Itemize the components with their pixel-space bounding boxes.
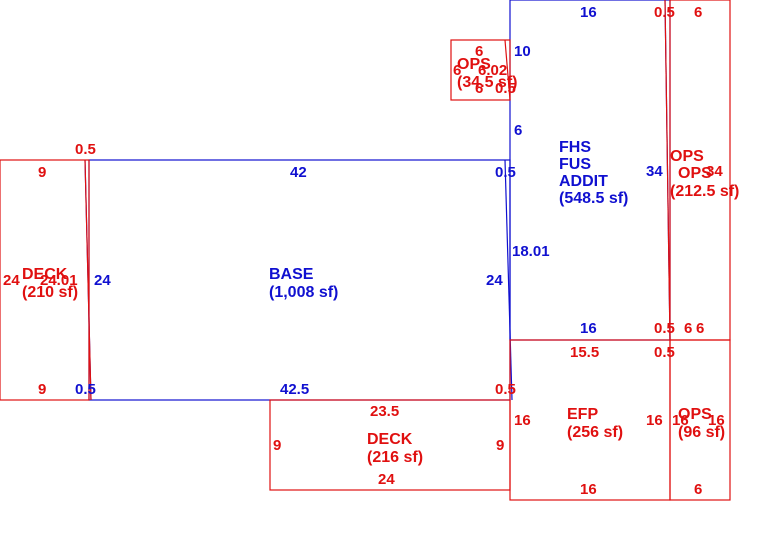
dim-deckl-right: 24.01 (40, 272, 78, 289)
dim-opst-05: 0.5 (495, 80, 516, 97)
base-label: BASE (269, 266, 314, 283)
dim-efp-left: 16 (514, 412, 531, 429)
fhs-area: (548.5 sf) (559, 190, 628, 207)
dim-base-tl: 0.5 (75, 141, 96, 158)
fhs-label-3: ADDIT (559, 173, 608, 190)
deck-bottom-outline (269, 399, 511, 491)
dim-deckl-bottom: 9 (38, 381, 46, 398)
ops-small-area: (96 sf) (678, 424, 725, 441)
dim-base-top: 42 (290, 164, 307, 181)
ops-small-label: OPS (678, 406, 712, 423)
dim-opsr-6: 6 (684, 320, 692, 337)
dim-deckb-top: 23.5 (370, 403, 399, 420)
ops-small-outline (669, 339, 731, 501)
dim-deckb-right: 9 (496, 437, 504, 454)
dim-opsr-right: 34 (706, 163, 723, 180)
deck-left-label: DECK (22, 266, 68, 283)
dim-opst-bottom: 6 (475, 80, 483, 97)
dim-base-tr: 0.5 (495, 164, 516, 181)
dim-opss-left: 16 (672, 412, 689, 429)
dim-fhs-br: 0.5 (654, 320, 675, 337)
dim-opst-top: 6 (475, 43, 483, 60)
ops-top-area: (34.5 sf) (457, 74, 517, 91)
dim-deckb-bottom: 24 (378, 471, 395, 488)
base-area: (1,008 sf) (269, 284, 338, 301)
fhs-label-1: FHS (559, 139, 591, 156)
dim-deckl-left: 24 (3, 272, 20, 289)
deck-left-outline (0, 159, 90, 401)
dim-efp-top: 15.5 (570, 344, 599, 361)
dim-fhs-left-1801: 18.01 (512, 243, 550, 260)
dim-fhs-right: 34 (646, 163, 663, 180)
dim-base-left: 24 (94, 272, 111, 289)
dim-opst-62: 6.02 (478, 62, 507, 79)
dim-fhs-top: 16 (580, 4, 597, 21)
base-slant-right (504, 159, 513, 401)
dim-fhs-bottom: 16 (580, 320, 597, 337)
deck-left-area: (210 sf) (22, 284, 78, 301)
ops-top-label: OPS (457, 56, 491, 73)
ops-right-slant (664, 0, 671, 341)
dim-opss-right: 16 (708, 412, 725, 429)
dim-efp-tr: 0.5 (654, 344, 675, 361)
dim-base-br: 0.5 (495, 381, 516, 398)
dim-fhs-tr: 0.5 (654, 4, 675, 21)
dim-deckb-left: 9 (273, 437, 281, 454)
ops-right-area: (212.5 sf) (670, 183, 739, 200)
deck-bottom-label: DECK (367, 431, 413, 448)
dim-efp-bottom: 16 (580, 481, 597, 498)
ops-right-label: OPS (670, 148, 704, 165)
dim-base-right: 24 (486, 272, 503, 289)
dim-opst-left: 6 (453, 62, 461, 79)
efp-label: EFP (567, 406, 598, 423)
dim-opss-bottom: 6 (694, 481, 702, 498)
dim-fhs-left-6: 6 (514, 122, 522, 139)
dim-efp-right: 16 (646, 412, 663, 429)
dim-base-bl: 0.5 (75, 381, 96, 398)
fhs-label-2: FUS (559, 156, 591, 173)
efp-area: (256 sf) (567, 424, 623, 441)
dim-opsr-bottom: 6 (696, 320, 704, 337)
ops-top-outline (450, 39, 511, 101)
dim-deckl-top: 9 (38, 164, 46, 181)
dim-fhs-left-10: 10 (514, 43, 531, 60)
deck-bottom-area: (216 sf) (367, 449, 423, 466)
ops-top-slant (504, 39, 511, 101)
ops-right-overlap-label: OPS (678, 165, 712, 182)
dim-base-bottom: 42.5 (280, 381, 309, 398)
dim-opsr-top: 6 (694, 4, 702, 21)
deck-left-slant (84, 159, 92, 401)
